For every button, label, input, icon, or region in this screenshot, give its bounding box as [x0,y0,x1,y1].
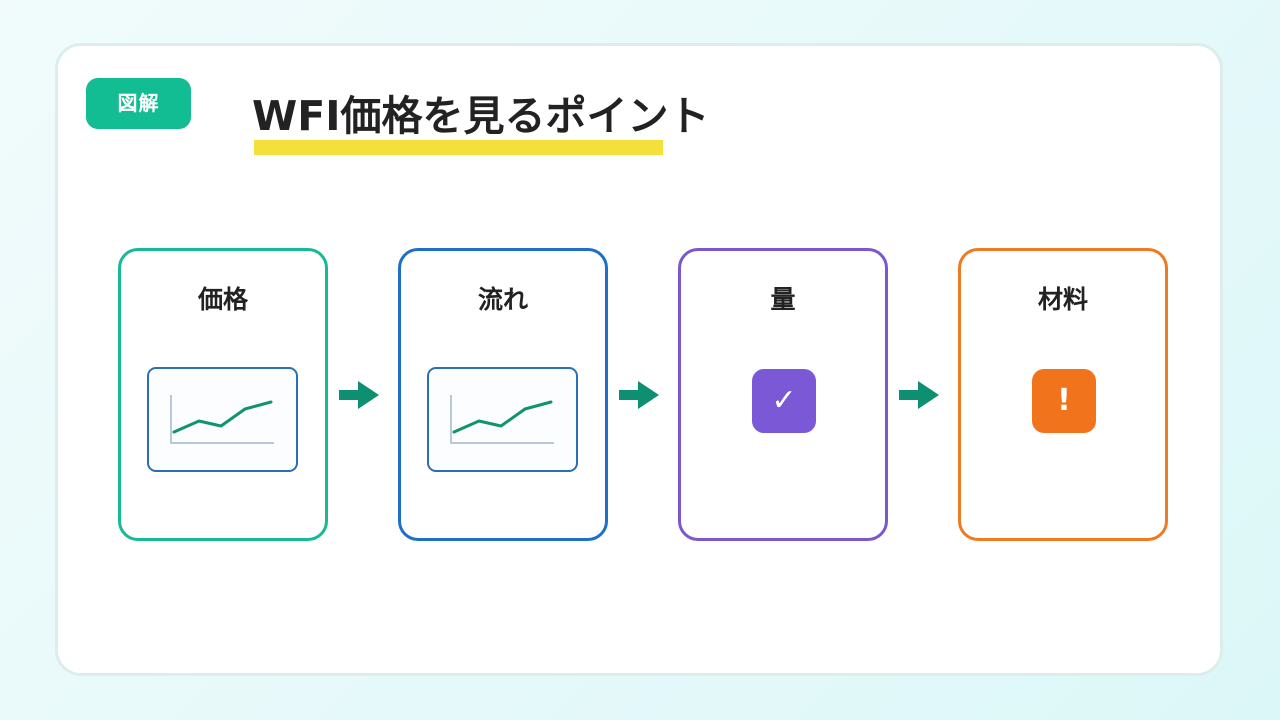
arrow-right-icon [899,381,939,409]
exclamation-icon: ! [1032,369,1096,433]
chart-axes [450,395,554,444]
step-card-material: 材料 ! [958,248,1168,541]
page-title: WFI価格を見るポイント [252,92,710,140]
line-chart-graphic [170,395,274,444]
step-label: 流れ [477,285,528,314]
arrow-right-icon [339,381,379,409]
step-label: 材料 [1037,285,1088,314]
line-chart-icon [427,367,578,472]
chart-axes [170,395,274,444]
chart-trend-line [452,400,553,434]
category-tag: 図解 [86,78,191,129]
chart-trend-line [172,400,273,434]
step-card-flow: 流れ [398,248,608,541]
step-label: 量 [770,285,796,314]
line-chart-graphic [450,395,554,444]
line-chart-icon [147,367,298,472]
title-underline [254,140,663,155]
step-label: 価格 [197,285,248,314]
arrow-right-icon [619,381,659,409]
check-icon: ✓ [752,369,816,433]
step-card-volume: 量 ✓ [678,248,888,541]
step-card-price: 価格 [118,248,328,541]
